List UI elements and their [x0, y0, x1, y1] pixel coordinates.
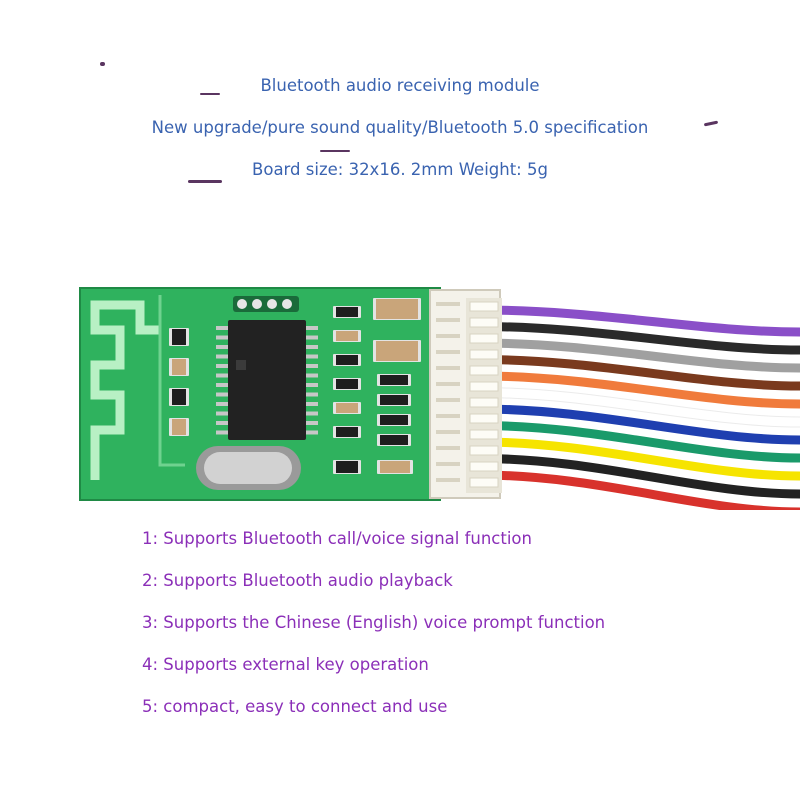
- wire: [475, 371, 800, 409]
- ic-chip: [216, 320, 318, 440]
- feature-item: 4: Supports external key operation: [142, 655, 429, 674]
- feature-item: 2: Supports Bluetooth audio playback: [142, 571, 453, 590]
- test-pads: [233, 296, 299, 312]
- pcb-trace: [158, 295, 185, 467]
- bluetooth-module-photo: [79, 287, 800, 510]
- smudge-mark: [100, 62, 105, 66]
- header-title: Bluetooth audio receiving module: [260, 76, 540, 95]
- wire: [475, 305, 800, 337]
- smudge-mark: [188, 180, 222, 183]
- header-specs: Board size: 32x16. 2mm Weight: 5g: [252, 160, 548, 179]
- smudge-mark: [320, 150, 350, 152]
- wire: [475, 404, 800, 445]
- wire: [475, 355, 800, 391]
- feature-item: 5: compact, easy to connect and use: [142, 697, 448, 716]
- wire: [475, 421, 800, 463]
- wire: [475, 470, 800, 510]
- smudge-mark: [200, 93, 220, 95]
- crystal-oscillator: [196, 446, 301, 490]
- wire: [475, 322, 800, 355]
- header-subtitle: New upgrade/pure sound quality/Bluetooth…: [151, 118, 649, 137]
- antenna-trace: [90, 300, 160, 480]
- wire: [475, 454, 800, 499]
- feature-item: 3: Supports the Chinese (English) voice …: [142, 613, 606, 632]
- wire-bundle: [475, 305, 800, 510]
- feature-item: 1: Supports Bluetooth call/voice signal …: [142, 529, 532, 548]
- wire-connector: [429, 289, 502, 499]
- wire: [475, 388, 800, 427]
- smd-components: [169, 298, 421, 474]
- wire: [475, 338, 800, 373]
- wire: [475, 437, 800, 481]
